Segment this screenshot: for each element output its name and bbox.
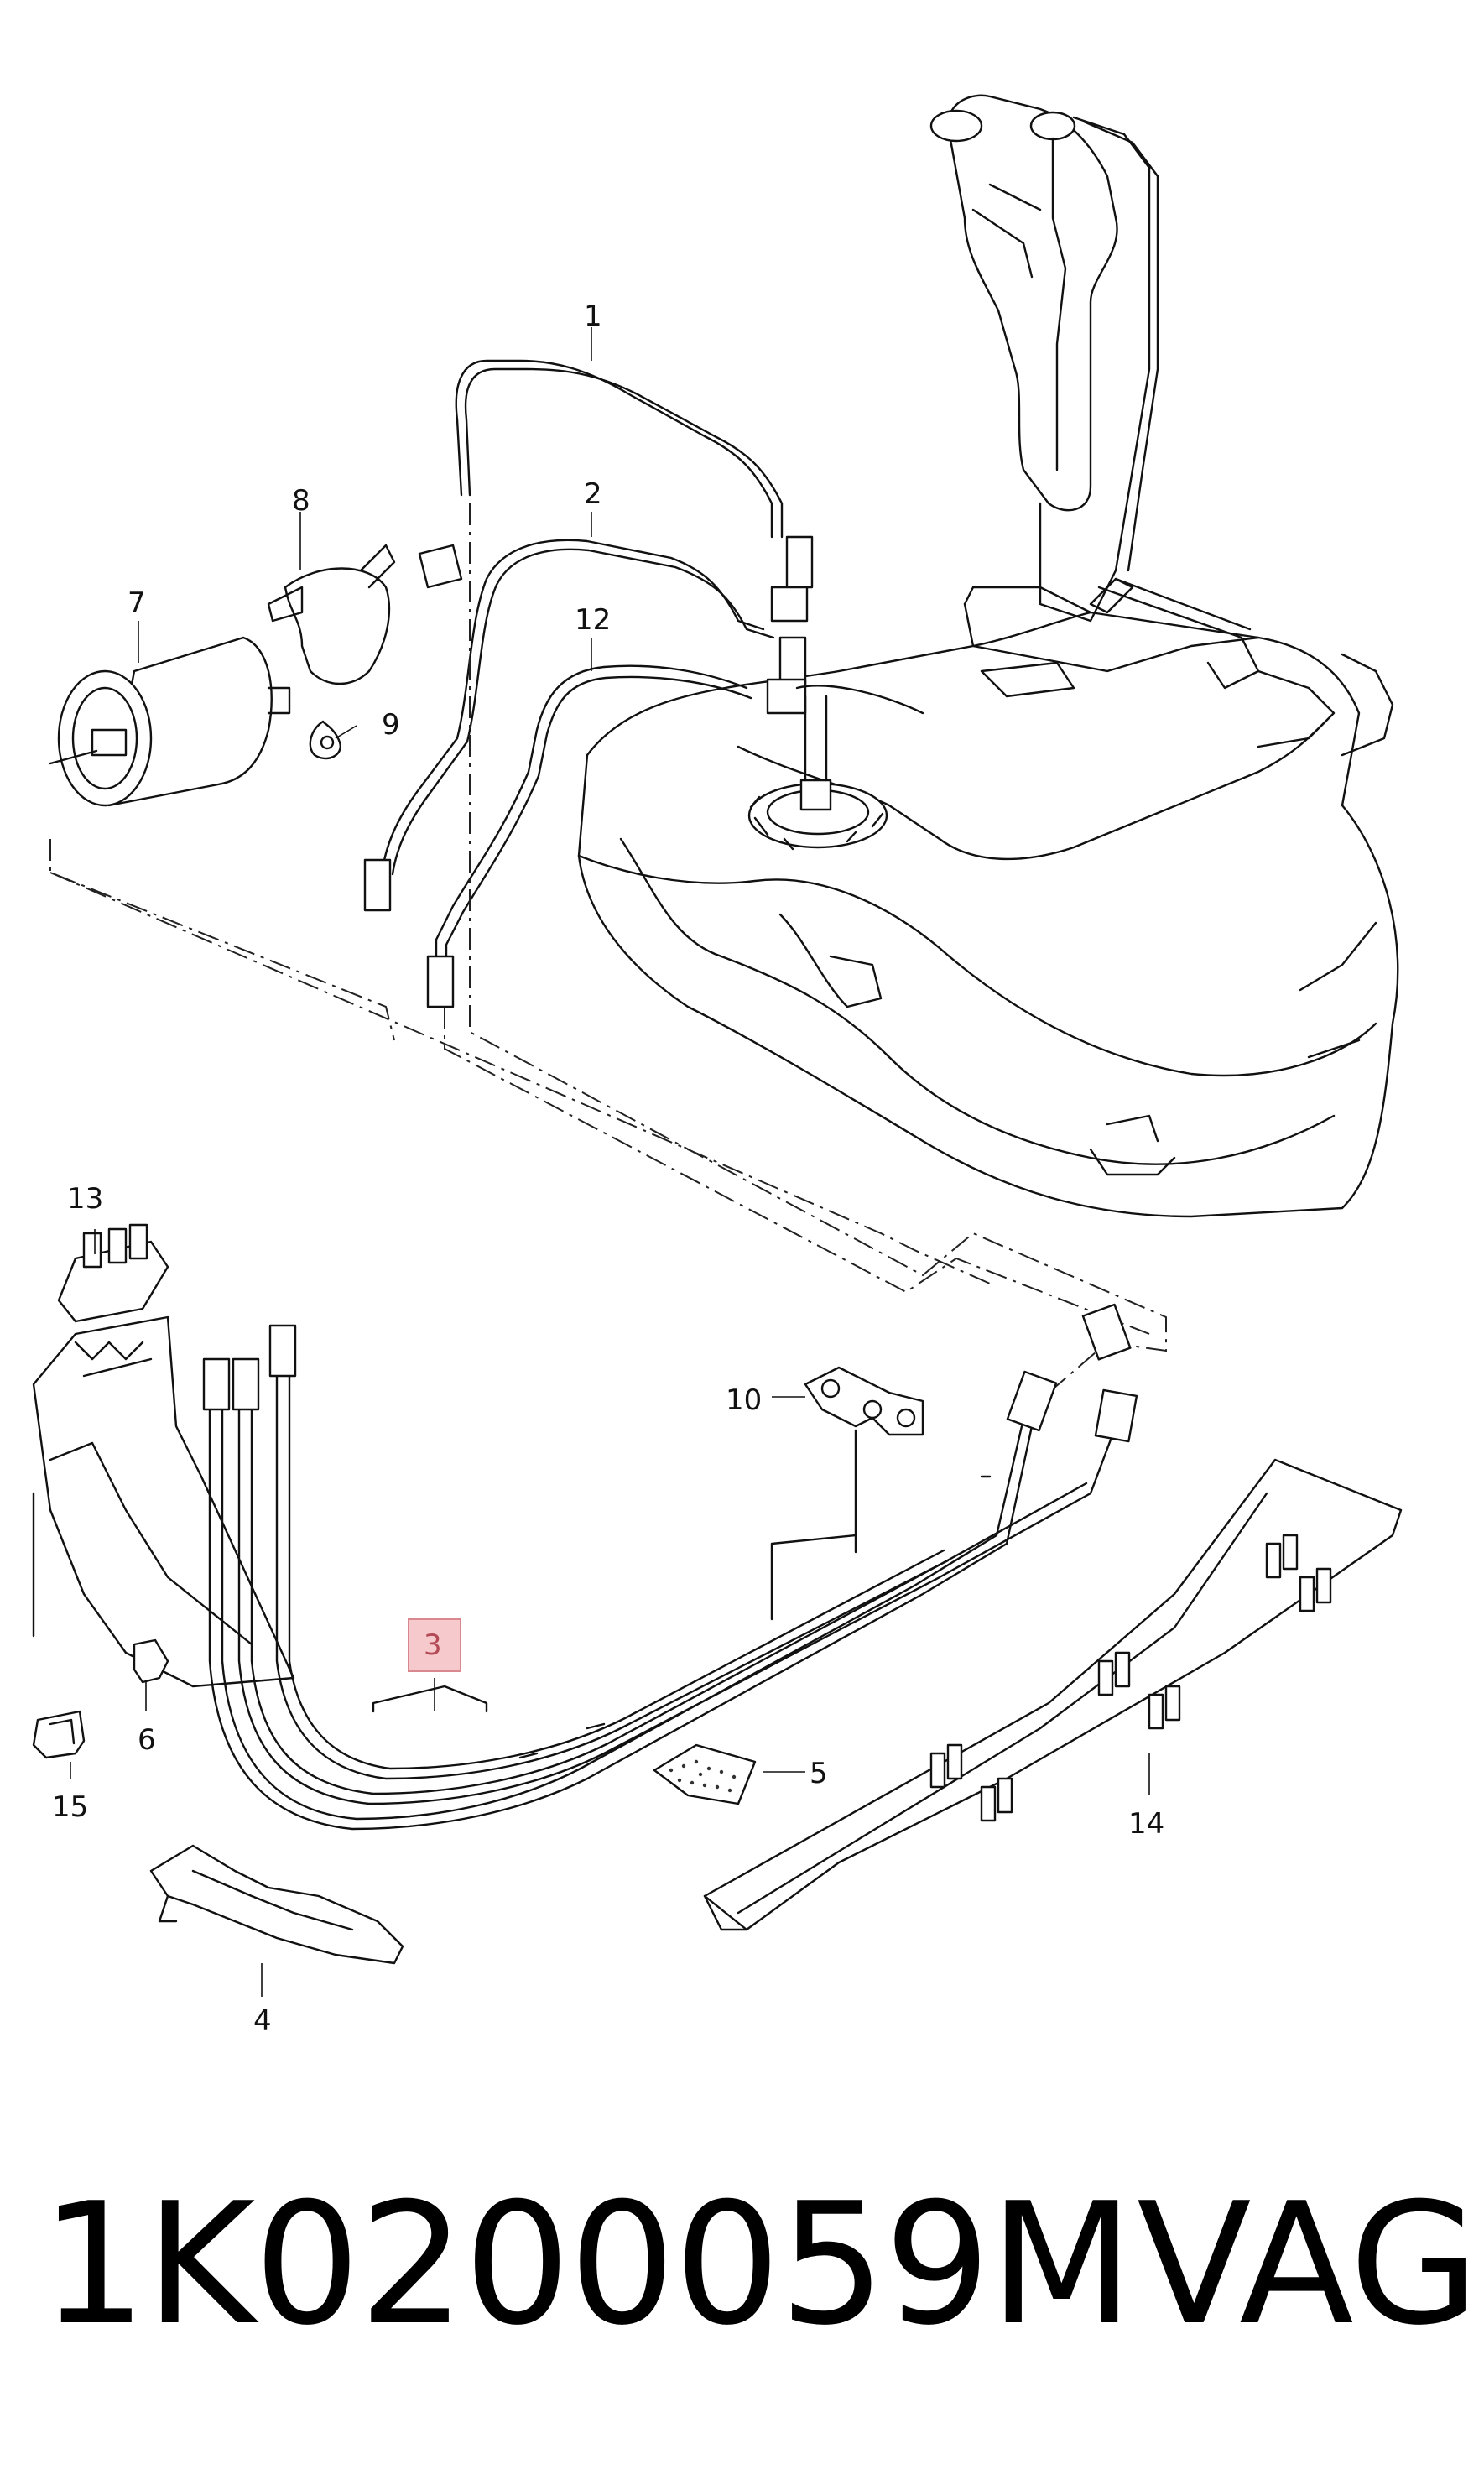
callout-13: 13	[67, 1182, 103, 1216]
callout-2: 2	[584, 477, 602, 511]
heat-shield-left	[32, 1315, 295, 1688]
callout-6: 6	[138, 1723, 156, 1757]
fuel-tank	[577, 586, 1399, 1218]
callout-9: 9	[382, 708, 400, 742]
clip-15	[32, 1710, 86, 1759]
callout-7: 7	[128, 586, 146, 620]
callout-12: 12	[575, 603, 611, 637]
fuel-lines-lower	[202, 1303, 1138, 1831]
callout-1: 1	[584, 300, 602, 333]
bracket-13	[57, 1223, 169, 1323]
brand-label: VAG	[1137, 2167, 1479, 2363]
callout-leaders	[70, 327, 1150, 1997]
callout-5: 5	[810, 1757, 828, 1790]
filter-bracket	[267, 544, 463, 685]
part-number-label: 1K0200059M	[40, 2167, 1134, 2363]
fuel-filter	[49, 636, 291, 807]
callout-8: 8	[292, 484, 310, 518]
callout-14: 14	[1128, 1807, 1164, 1841]
callout-numbers: 1 2 12 8 7 9 13 10 5 14 6 15 4 3	[52, 300, 1164, 2038]
callout-3: 3	[424, 1628, 442, 1662]
clip-9	[309, 720, 341, 760]
pad-4	[149, 1844, 404, 1965]
line-clip-10	[770, 1366, 924, 1621]
callout-10: 10	[726, 1383, 762, 1417]
callout-3-highlight	[408, 1618, 461, 1672]
underfloor-cover-14	[703, 1458, 1403, 1931]
callout-15: 15	[52, 1790, 88, 1824]
pad-5	[653, 1743, 757, 1805]
callout-4: 4	[253, 2004, 272, 2038]
filler-neck	[929, 94, 1260, 690]
fuel-system-exploded-diagram: 1 2 12 8 7 9 13 10 5 14 6 15 4 3	[32, 94, 1403, 2038]
clip-6	[133, 1638, 169, 1684]
